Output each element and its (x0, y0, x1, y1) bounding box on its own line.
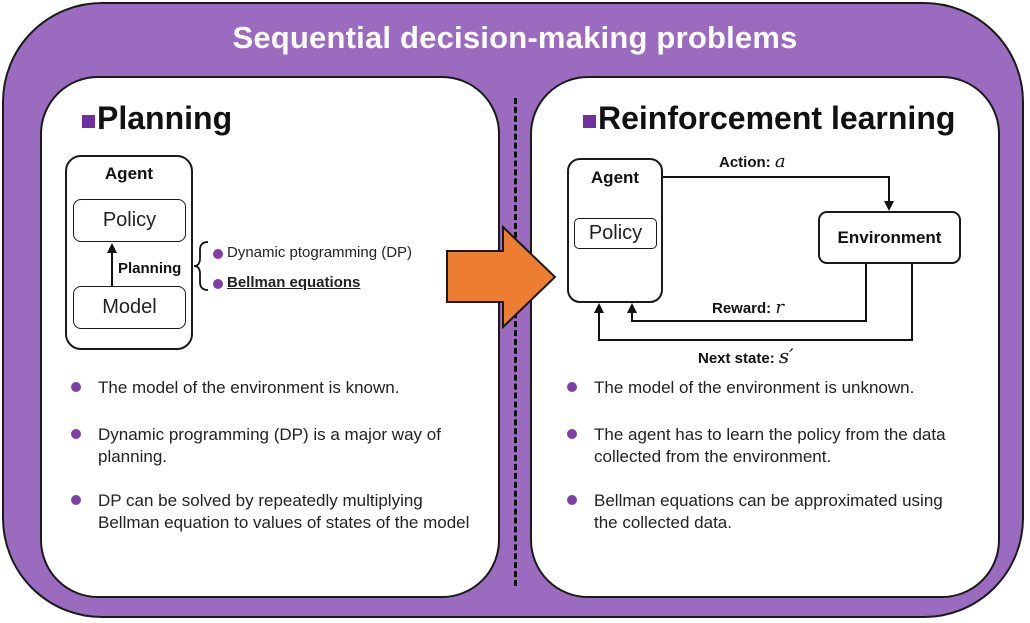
bullet-dot (71, 429, 81, 439)
rl-title-text: Reinforcement learning (598, 100, 956, 136)
next-state-symbol: s′ (778, 344, 794, 368)
action-label: Action: a (719, 151, 786, 172)
square-bullet-icon (583, 115, 596, 128)
action-label-text: Action: (719, 154, 771, 171)
planning-policy-box: Policy (73, 199, 186, 242)
environment-label: Environment (837, 227, 942, 247)
rl-agent-label: Agent (590, 168, 640, 187)
next-state-label: Next state: s′ (698, 344, 794, 368)
bullet-dot (567, 429, 577, 439)
method-bullet (213, 249, 223, 259)
planning-bullet-2: Dynamic programming (DP) is a major way … (98, 425, 441, 466)
method-bellman: Bellman equations (227, 274, 361, 291)
planning-arrow-label: Planning (118, 260, 182, 277)
rl-policy-box: Policy (574, 218, 657, 249)
planning-model-label: Model (102, 296, 157, 318)
rl-bullet-1: The model of the environment is unknown. (594, 378, 915, 397)
method-bullet (213, 279, 223, 289)
planning-title-text: Planning (97, 100, 233, 136)
rl-bullet-2: The agent has to learn the policy from t… (594, 425, 946, 466)
rl-bullet-3: Bellman equations can be approximated us… (594, 491, 943, 532)
bullet-dot (567, 382, 577, 392)
reward-arrow (627, 264, 867, 322)
planning-bullet-1: The model of the environment is known. (98, 378, 400, 397)
right-arrow-icon (446, 224, 557, 330)
reward-symbol: r (775, 297, 784, 318)
rl-title: Reinforcement learning (583, 100, 955, 137)
planning-model-box: Model (73, 286, 186, 329)
bullet-dot (71, 495, 81, 505)
reward-label-text: Reward: (712, 300, 772, 317)
curly-brace-icon (193, 241, 209, 291)
planning-title: Planning (82, 100, 232, 137)
square-bullet-icon (82, 115, 95, 128)
bullet-dot (71, 382, 81, 392)
main-title: Sequential decision-making problems (232, 20, 798, 55)
planning-agent-label: Agent (104, 164, 154, 183)
planning-bullet-3: DP can be solved by repeatedly multiplyi… (98, 491, 470, 532)
rl-policy-label: Policy (588, 222, 643, 244)
next-state-label-text: Next state: (698, 350, 775, 367)
method-dp: Dynamic ptogramming (DP) (227, 244, 413, 261)
bullet-dot (567, 495, 577, 505)
action-symbol: a (774, 151, 786, 172)
action-arrow (663, 176, 894, 211)
reward-label: Reward: r (712, 297, 784, 318)
section-divider (514, 98, 517, 586)
planning-policy-label: Policy (102, 209, 157, 231)
next-state-arrow (594, 264, 913, 341)
environment-box: Environment (818, 211, 961, 264)
